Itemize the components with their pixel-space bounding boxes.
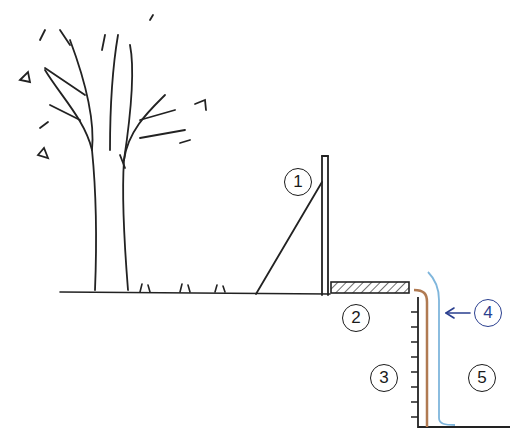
- callout-number: 5: [468, 364, 496, 392]
- anchor-tick: [411, 341, 418, 343]
- leader-arrow: [446, 308, 470, 318]
- callout-number: 3: [370, 364, 398, 392]
- anchor-tick: [411, 326, 418, 328]
- blue-layer: [428, 272, 455, 425]
- anchor-tick: [411, 356, 418, 358]
- anchor-tick: [411, 416, 418, 418]
- anchor-tick: [411, 371, 418, 373]
- anchor-tick: [411, 311, 418, 313]
- anchor-tick: [411, 386, 418, 388]
- slab: [331, 282, 409, 293]
- post-with-strut: [256, 156, 328, 295]
- callout-number: 4: [474, 299, 502, 327]
- wall: [418, 297, 510, 427]
- callout-number: 1: [284, 168, 312, 196]
- wall-anchors: [411, 312, 418, 417]
- ground: [60, 284, 330, 294]
- anchor-tick: [411, 401, 418, 403]
- callout-number: 2: [342, 304, 370, 332]
- tree: [20, 15, 206, 290]
- brown-layer: [414, 290, 427, 427]
